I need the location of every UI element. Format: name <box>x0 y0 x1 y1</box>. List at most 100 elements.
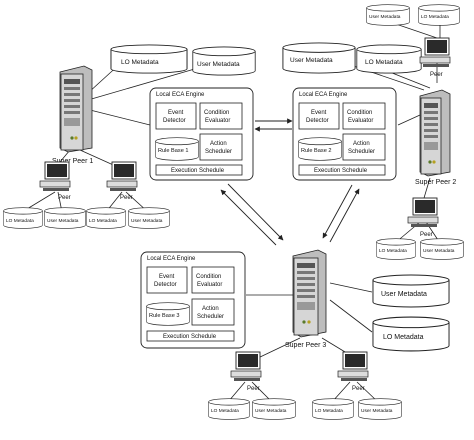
peer-computer-icon <box>337 351 369 381</box>
svg-text:Scheduler: Scheduler <box>348 149 375 155</box>
peer-computer-icon <box>419 37 451 67</box>
svg-text:User Metadata: User Metadata <box>47 218 79 224</box>
peer-computer-icon <box>39 161 71 191</box>
user-metadata-db: User Metadata <box>192 46 256 76</box>
super-peer-3: Super Peer 3 User Metadata LO Metadata P… <box>208 249 450 420</box>
svg-text:Detector: Detector <box>154 282 177 288</box>
action-scheduler-box <box>191 298 235 326</box>
svg-text:Action: Action <box>202 306 219 312</box>
svg-text:Event: Event <box>311 110 327 116</box>
svg-text:User Metadata: User Metadata <box>197 61 240 68</box>
execution-schedule-bar <box>155 164 243 176</box>
svg-text:User Metadata: User Metadata <box>423 248 455 254</box>
svg-text:Event: Event <box>168 110 184 116</box>
svg-text:Execution Schedule: Execution Schedule <box>163 334 217 340</box>
svg-text:Evaluator: Evaluator <box>197 282 222 288</box>
engine-communication-arrows <box>220 118 360 246</box>
local-eca-engine-2: Local ECA Engine Event Detector Conditio… <box>292 87 397 181</box>
condition-evaluator-box <box>342 102 386 130</box>
svg-text:Execution Schedule: Execution Schedule <box>171 168 225 174</box>
lo-metadata-db: LO Metadata <box>110 44 188 74</box>
svg-text:User Metadata: User Metadata <box>255 408 287 414</box>
svg-text:Action: Action <box>210 141 227 147</box>
user-metadata-db: User Metadata <box>420 238 464 260</box>
event-detector-box <box>155 102 197 130</box>
svg-text:LO Metadata: LO Metadata <box>211 408 239 414</box>
execution-schedule-bar <box>146 330 235 342</box>
svg-text:Rule Base 1: Rule Base 1 <box>158 148 188 154</box>
user-metadata-db: User Metadata <box>372 274 450 308</box>
super-peer-3-label: Super Peer 3 <box>285 342 326 349</box>
rule-base-db: Rule Base 1 <box>155 137 199 161</box>
svg-text:Event: Event <box>159 274 175 280</box>
arrow-e3-to-e2 <box>329 188 360 243</box>
local-eca-engine-3: Local ECA Engine Event Detector Conditio… <box>140 251 246 349</box>
peer-computer-icon <box>106 161 138 191</box>
svg-text:Condition: Condition <box>347 110 372 116</box>
lo-metadata-db: LO Metadata <box>418 4 460 26</box>
lo-metadata-db: LO Metadata <box>372 316 450 352</box>
lo-metadata-db: LO Metadata <box>376 238 416 260</box>
svg-text:LO Metadata: LO Metadata <box>383 334 424 341</box>
lo-metadata-db: LO Metadata <box>86 207 126 229</box>
lo-metadata-db: LO Metadata <box>312 398 354 420</box>
event-detector-box <box>298 102 340 130</box>
server-icon <box>419 89 451 177</box>
peer-label: Peer <box>120 195 133 201</box>
svg-text:LO Metadata: LO Metadata <box>315 408 343 414</box>
arrow-e1-to-e3 <box>227 183 284 241</box>
svg-text:Rule Base 3: Rule Base 3 <box>149 313 179 319</box>
svg-text:LO Metadata: LO Metadata <box>365 59 403 66</box>
peer-label: Peer <box>420 232 433 238</box>
rule-base-db: Rule Base 3 <box>146 302 190 326</box>
svg-text:Scheduler: Scheduler <box>197 314 224 320</box>
lo-metadata-db: LO Metadata <box>208 398 250 420</box>
condition-evaluator-box <box>199 102 243 130</box>
super-peer-2-label: Super Peer 2 <box>415 179 456 186</box>
super-peer-1-label: Super Peer 1 <box>52 158 93 165</box>
event-detector-box <box>146 266 188 294</box>
engine-title: Local ECA Engine <box>156 92 205 98</box>
super-peer-2: Super Peer 2 User Metadata LO Metadata U… <box>282 4 464 260</box>
svg-text:LO Metadata: LO Metadata <box>379 248 407 254</box>
user-metadata-db: User Metadata <box>366 4 410 26</box>
svg-text:User Metadata: User Metadata <box>381 291 427 298</box>
lo-metadata-db: LO Metadata <box>356 44 422 74</box>
svg-text:LO Metadata: LO Metadata <box>121 59 159 66</box>
peer-label: Peer <box>247 386 260 392</box>
action-scheduler-box <box>199 133 243 161</box>
lo-metadata-db: LO Metadata <box>3 207 43 229</box>
svg-text:User Metadata: User Metadata <box>369 14 401 20</box>
server-icon <box>59 65 93 153</box>
user-metadata-db: User Metadata <box>128 207 170 229</box>
svg-text:Evaluator: Evaluator <box>348 118 373 124</box>
peer-computer-icon <box>407 197 439 227</box>
svg-text:LO Metadata: LO Metadata <box>6 218 34 224</box>
svg-text:Detector: Detector <box>163 118 186 124</box>
action-scheduler-box <box>342 133 386 161</box>
svg-text:LO Metadata: LO Metadata <box>89 218 117 224</box>
svg-text:User Metadata: User Metadata <box>361 408 393 414</box>
svg-text:Evaluator: Evaluator <box>205 118 230 124</box>
svg-text:Scheduler: Scheduler <box>205 149 232 155</box>
engine-title: Local ECA Engine <box>147 256 196 262</box>
svg-text:Condition: Condition <box>204 110 229 116</box>
condition-evaluator-box <box>191 266 235 294</box>
user-metadata-db: User Metadata <box>252 398 296 420</box>
svg-text:User Metadata: User Metadata <box>290 57 333 64</box>
peer-computer-icon <box>230 351 262 381</box>
svg-text:Action: Action <box>353 141 370 147</box>
user-metadata-db: User Metadata <box>44 207 86 229</box>
arrow-e3-to-e1 <box>220 189 277 246</box>
user-metadata-db: User Metadata <box>358 398 402 420</box>
svg-text:Rule Base 2: Rule Base 2 <box>301 148 331 154</box>
peer-label: Peer <box>58 195 71 201</box>
user-metadata-db: User Metadata <box>282 42 356 74</box>
svg-text:Execution Schedule: Execution Schedule <box>314 168 368 174</box>
rule-base-db: Rule Base 2 <box>298 137 342 161</box>
svg-text:Condition: Condition <box>196 274 221 280</box>
super-peer-1: Super Peer 1 LO Metadata User Metadata P… <box>3 44 256 229</box>
server-icon <box>292 249 327 338</box>
svg-text:LO Metadata: LO Metadata <box>421 14 449 20</box>
svg-text:User Metadata: User Metadata <box>131 218 163 224</box>
